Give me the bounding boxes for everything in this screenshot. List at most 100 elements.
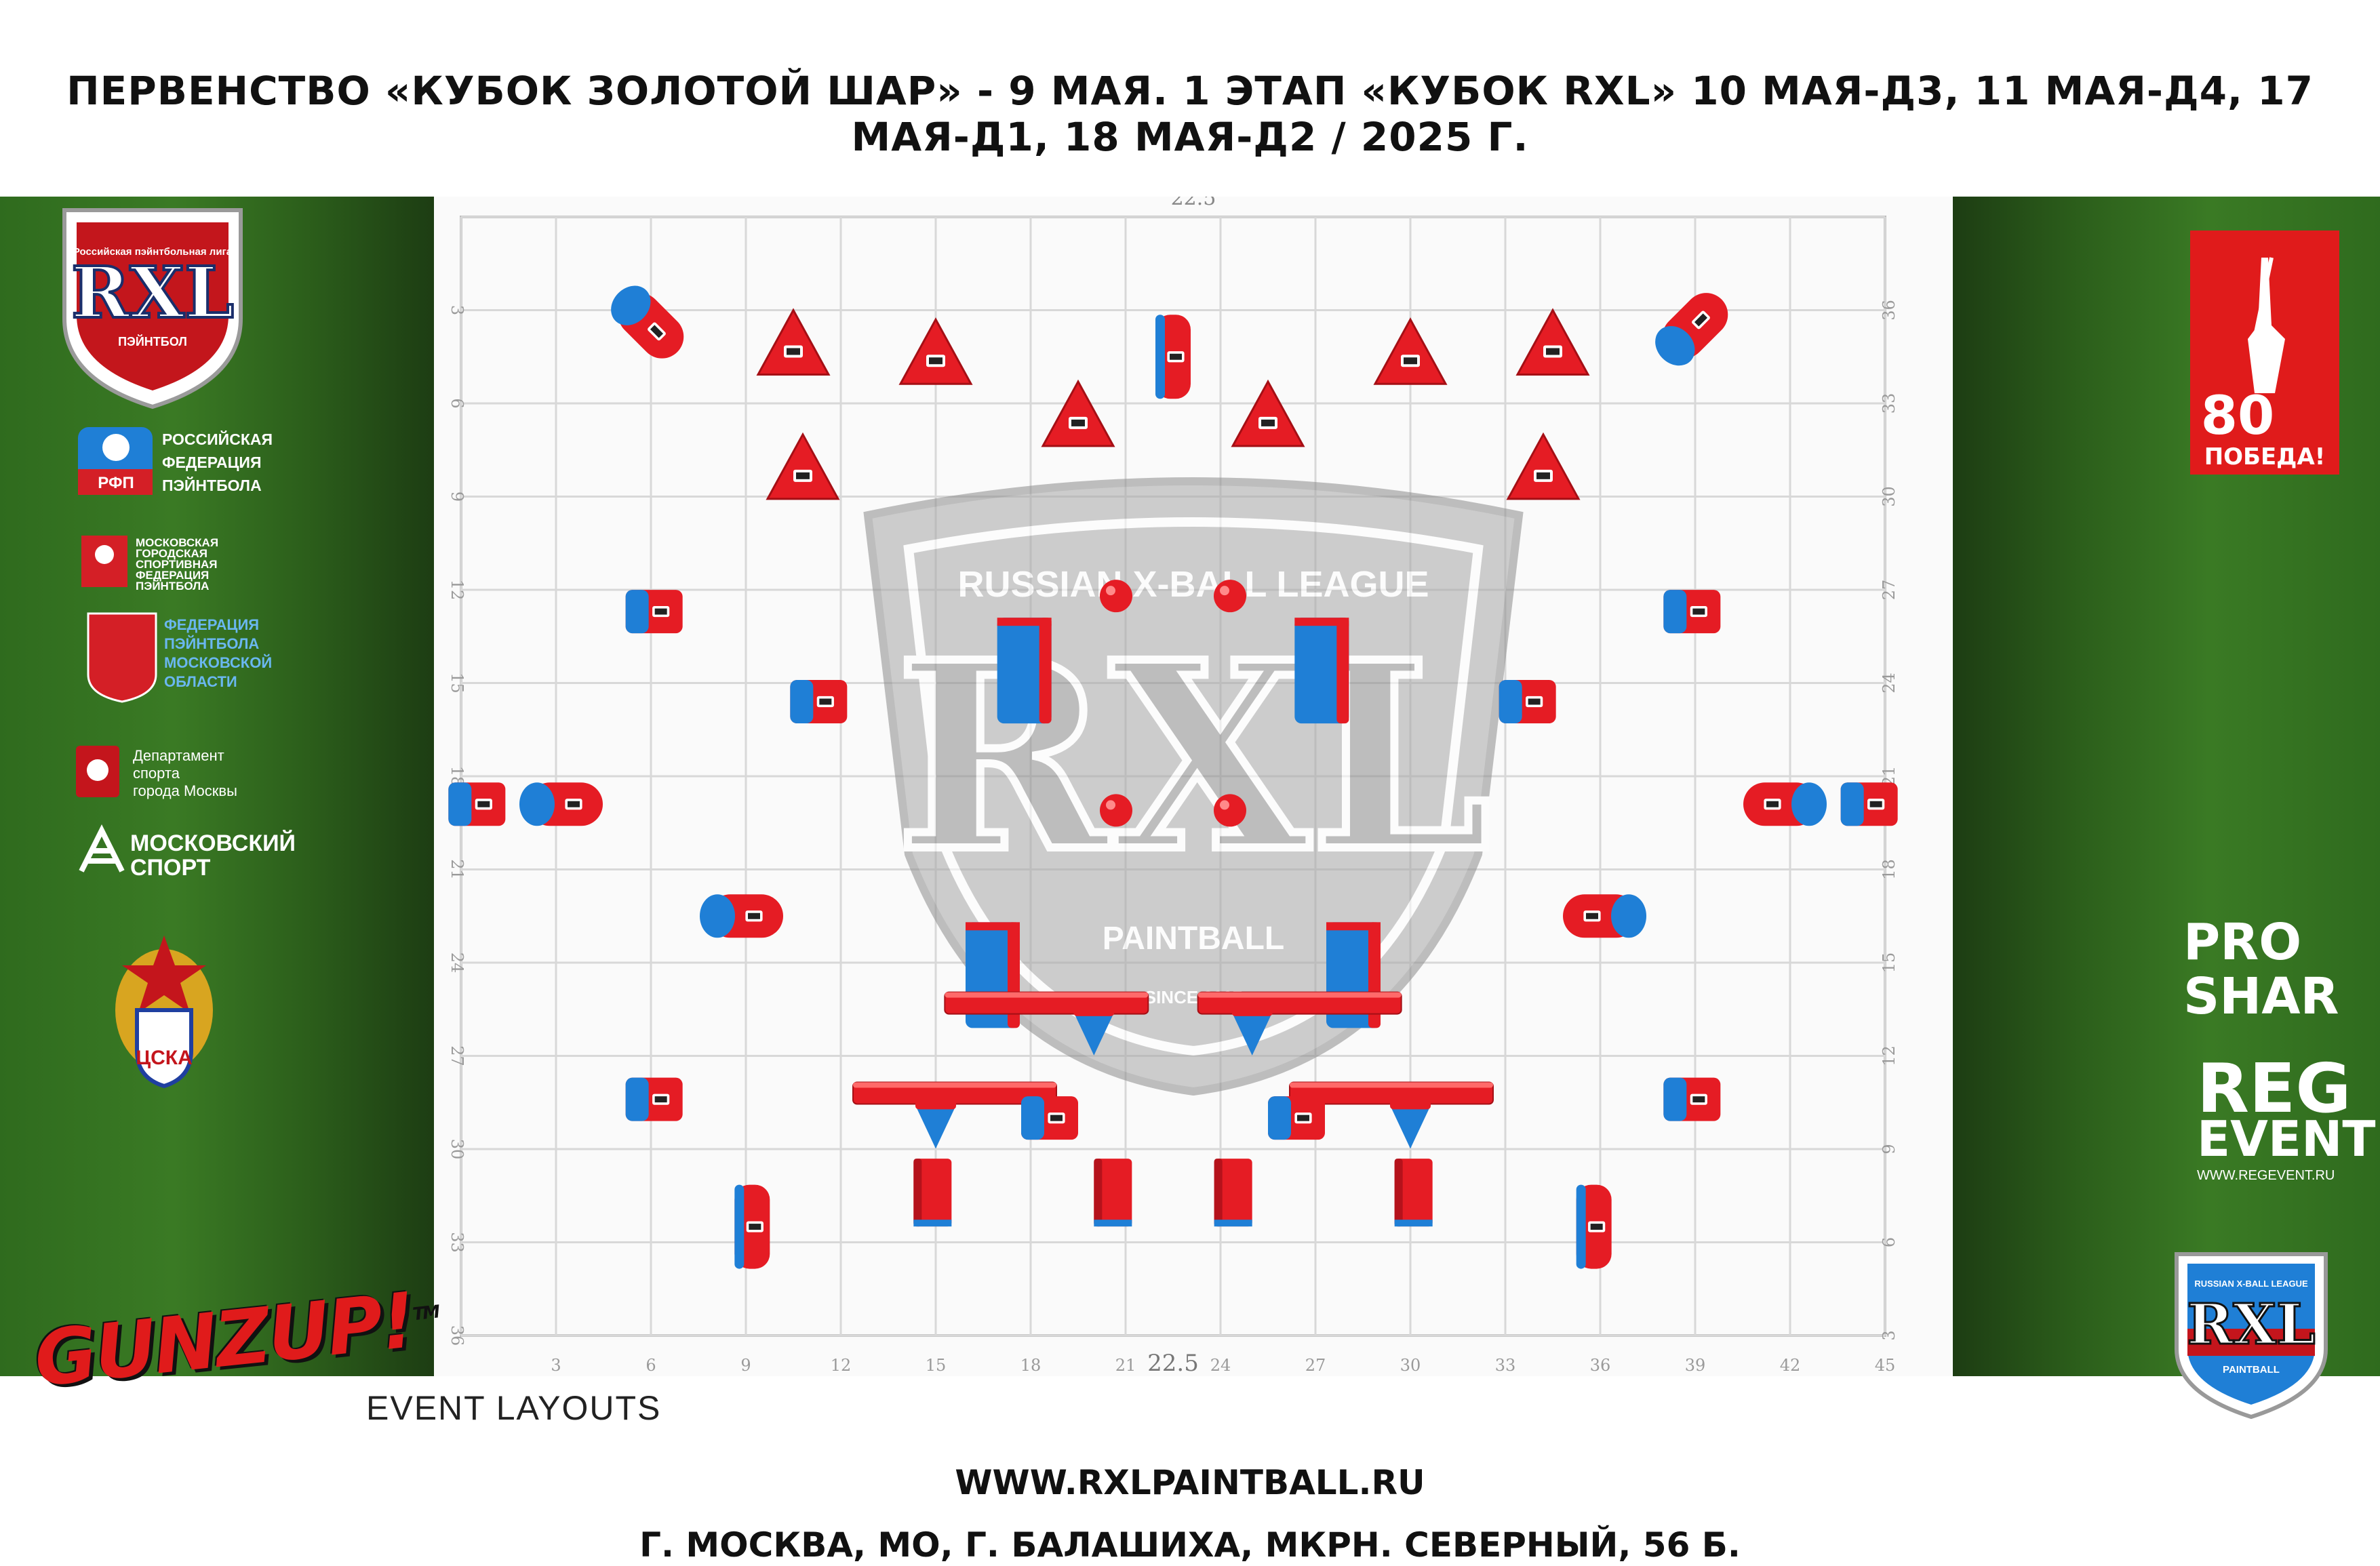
x-axis-label: 27 bbox=[1305, 1356, 1326, 1375]
y-axis-right-label: 24 bbox=[1880, 672, 1899, 694]
y-axis-left-label: 12 bbox=[448, 580, 467, 601]
bunkers bbox=[448, 285, 1898, 1269]
y-axis-left-label: 33 bbox=[448, 1232, 467, 1253]
fpmo-line-4: ОБЛАСТИ bbox=[164, 673, 237, 690]
regevent-url: WWW.REGEVENT.RU bbox=[2197, 1168, 2335, 1183]
x-axis-label: 39 bbox=[1685, 1356, 1706, 1375]
bunker-wall bbox=[1289, 1081, 1494, 1105]
footer-url[interactable]: WWW.RXLPAINTBALL.RU bbox=[955, 1463, 1425, 1502]
moscow-sport-logo: МОСКОВСКИЙ СПОРТ bbox=[79, 824, 296, 881]
y-axis-left-label: 30 bbox=[448, 1139, 467, 1160]
rxl-shield-top: Российская пэйнтбольная лига bbox=[73, 246, 233, 258]
x-axis-label: 30 bbox=[1400, 1356, 1421, 1375]
y-axis-left-label: 24 bbox=[448, 952, 467, 973]
x-axis-label: 18 bbox=[1020, 1356, 1042, 1375]
dep-line-2: спорта bbox=[133, 765, 180, 782]
bunker-cake bbox=[1155, 315, 1191, 399]
bunker-cone bbox=[915, 1100, 956, 1149]
bunker-block bbox=[790, 680, 848, 723]
bunker-tower bbox=[1294, 618, 1349, 724]
bunker-block bbox=[625, 1077, 683, 1121]
y-axis-right-label: 6 bbox=[1880, 1237, 1899, 1247]
y-axis-left-label: 27 bbox=[448, 1045, 467, 1066]
bunker-ball bbox=[1100, 794, 1132, 827]
bunker-can bbox=[1743, 782, 1827, 826]
rxl-bottom-sub: PAINTBALL bbox=[2223, 1364, 2280, 1376]
dep-line-3: города Москвы bbox=[133, 782, 237, 799]
bunker-post bbox=[1214, 1159, 1252, 1227]
bunker-cone bbox=[1231, 1006, 1273, 1056]
bunker-dorito bbox=[1515, 308, 1590, 376]
bunker-tower bbox=[997, 618, 1052, 724]
mgsfp-line-4: ФЕДЕРАЦИЯ bbox=[136, 569, 209, 582]
top-center-label: 22.5 bbox=[1171, 197, 1216, 210]
rxl-shield-logo: Российская пэйнтбольная лига RXL ПЭЙНТБО… bbox=[62, 208, 243, 409]
bunker-dorito bbox=[766, 432, 840, 500]
bunker-can bbox=[1655, 293, 1728, 366]
left-grass-panel bbox=[0, 197, 434, 1376]
bunker-block bbox=[1021, 1096, 1078, 1140]
bunker-block bbox=[448, 782, 506, 826]
fpmo-line-2: ПЭЙНТБОЛА bbox=[164, 635, 259, 652]
y-axis-left-label: 6 bbox=[448, 398, 467, 408]
fpmo-logo: ФЕДЕРАЦИЯ ПЭЙНТБОЛА МОСКОВСКОЙ ОБЛАСТИ bbox=[87, 612, 272, 703]
field-layout: RUSSIAN X-BALL LEAGUE RXL PAINTBALL SINC… bbox=[434, 197, 1953, 1376]
regevent-logo: REG EVENT WWW.REGEVENT.RU bbox=[2197, 1049, 2375, 1183]
gunzup-tm: TM bbox=[412, 1302, 439, 1325]
regevent-line-2: EVENT bbox=[2197, 1110, 2375, 1167]
cska-text: ЦСКА bbox=[136, 1047, 193, 1069]
proshar-line-2: SHAR bbox=[2183, 967, 2339, 1026]
bunker-cake bbox=[734, 1184, 770, 1269]
y-axis-left-label: 9 bbox=[448, 491, 467, 502]
bunker-block bbox=[1663, 1077, 1721, 1121]
proshar-logo: PRO SHAR bbox=[2183, 913, 2339, 1026]
mgsfp-line-3: СПОРТИВНАЯ bbox=[136, 558, 218, 571]
rxl-bottom-shield-logo: RUSSIAN X-BALL LEAGUE RXL PAINTBALL bbox=[2175, 1252, 2328, 1420]
fpmo-line-1: ФЕДЕРАЦИЯ bbox=[164, 616, 259, 633]
bunker-post bbox=[1394, 1159, 1433, 1227]
bunker-block bbox=[1268, 1096, 1325, 1140]
y-axis-left-label: 15 bbox=[448, 672, 467, 694]
msport-line-1: МОСКОВСКИЙ bbox=[130, 830, 296, 856]
watermark-arc: RUSSIAN X-BALL LEAGUE bbox=[957, 564, 1429, 605]
x-axis-label: 21 bbox=[1115, 1356, 1136, 1375]
rxl-shield-mark: RXL bbox=[71, 251, 234, 334]
watermark-sub: PAINTBALL bbox=[1103, 921, 1284, 957]
pobeda-80-logo: 80 ПОБЕДА! bbox=[2190, 230, 2339, 475]
y-axis-right-label: 9 bbox=[1880, 1144, 1899, 1154]
mgsfp-line-1: МОСКОВСКАЯ bbox=[136, 536, 218, 549]
x-axis-label: 15 bbox=[926, 1356, 947, 1375]
bunker-dorito bbox=[1041, 379, 1115, 447]
bunker-cake bbox=[1576, 1184, 1612, 1269]
x-axis-label: 6 bbox=[646, 1356, 656, 1375]
pobeda-text: ПОБЕДА! bbox=[2204, 443, 2326, 470]
x-axis-label: 22.5 bbox=[1147, 1350, 1199, 1376]
x-axis-label: 42 bbox=[1780, 1356, 1801, 1375]
y-axis-left-label: 21 bbox=[448, 859, 467, 880]
bunker-can bbox=[700, 894, 783, 938]
bunker-wall bbox=[944, 991, 1149, 1015]
x-axis-label: 45 bbox=[1875, 1356, 1896, 1375]
mgsfp-line-2: ГОРОДСКАЯ bbox=[136, 547, 207, 560]
footer-address: Г. МОСКВА, МО, Г. БАЛАШИХА, МКРН. СЕВЕРН… bbox=[639, 1525, 1741, 1565]
x-axis-label: 3 bbox=[551, 1356, 561, 1375]
dep-sport-logo: Департамент спорта города Москвы bbox=[76, 746, 237, 799]
bunker-cone bbox=[1073, 1006, 1115, 1056]
y-axis-right-label: 15 bbox=[1880, 952, 1899, 973]
bunker-block bbox=[1499, 680, 1556, 723]
bunker-block bbox=[1840, 782, 1898, 826]
rfp-line-2: ФЕДЕРАЦИЯ bbox=[162, 454, 262, 471]
rfp-logo: РФП РОССИЙСКАЯ ФЕДЕРАЦИЯ ПЭЙНТБОЛА bbox=[78, 427, 273, 495]
watermark-mark: RXL bbox=[896, 605, 1491, 908]
rfp-badge: РФП bbox=[98, 474, 134, 492]
rfp-line-3: ПЭЙНТБОЛА bbox=[162, 476, 262, 494]
bunker-block bbox=[625, 590, 683, 634]
x-axis-label: 24 bbox=[1210, 1356, 1231, 1375]
rxl-bottom-mark: RXL bbox=[2187, 1292, 2315, 1357]
proshar-line-1: PRO bbox=[2183, 913, 2301, 971]
x-axis-label: 12 bbox=[831, 1356, 852, 1375]
bunker-ball bbox=[1100, 580, 1132, 613]
bunker-ball bbox=[1214, 580, 1246, 613]
mgsfp-line-5: ПЭЙНТБОЛА bbox=[136, 580, 209, 593]
x-axis-label: 36 bbox=[1590, 1356, 1611, 1375]
